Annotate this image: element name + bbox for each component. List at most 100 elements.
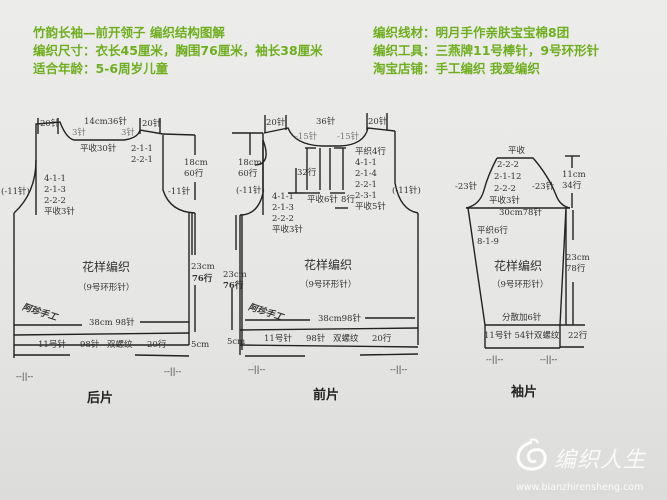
front-placket-height: 32行 <box>297 168 317 178</box>
sleeve-top-bind: 平收 <box>508 146 526 156</box>
sleeve-symmetry-mark: --||-- <box>540 355 558 365</box>
watermark-name: 编织人生 <box>554 448 647 473</box>
sleeve-cap-rule: 2-2-2 <box>494 184 516 194</box>
header-tools: 编织工具：三燕牌11号棒针，9号环形针 <box>373 43 600 58</box>
front-symmetry-mark: --||-- <box>390 365 408 375</box>
front-pattern-needle: （9号环形针） <box>300 280 357 290</box>
back-neck-rule-2: 2-2-1 <box>131 155 153 165</box>
front-neck-dec-left: -15针 <box>295 132 318 142</box>
front-armhole-dec-right: (-11针) <box>392 186 421 196</box>
front-armhole-dec-left: (-11针) <box>236 186 265 196</box>
back-body-height-rows: 76行 <box>192 274 213 284</box>
back-ribbing-height: 5cm <box>191 340 210 350</box>
front-piece-title: 前片 <box>313 388 340 403</box>
back-neck-width: 14cm36针 <box>84 117 127 127</box>
front-body-height-rows: 76行 <box>223 281 244 291</box>
front-neck-rule: 2-3-1 <box>355 191 377 201</box>
back-armhole-height-rows: 60行 <box>184 169 204 179</box>
sleeve-increase-rule: 平织6行 <box>477 226 508 236</box>
back-ribbing-stitches: 98针 <box>80 340 100 350</box>
back-armhole-dec-left: (-11针) <box>1 187 30 197</box>
front-neck-rule: 平收5针 <box>355 202 386 212</box>
front-shoulder-right: 20针 <box>368 117 388 127</box>
sleeve-body-height-rows: 78行 <box>566 264 586 274</box>
back-neck-dec-right: 3针 <box>121 128 135 138</box>
sleeve-body-height-cm: 23cm <box>566 253 590 263</box>
back-symmetry-mark: --||-- <box>164 367 182 377</box>
front-body-height-cm: 23cm <box>223 270 247 280</box>
back-armhole-rule: 平收3针 <box>44 207 75 217</box>
sleeve-ribbing-rows: 22行 <box>568 331 588 341</box>
front-armhole-height-rows: 60行 <box>238 169 258 179</box>
back-shoulder-right: 20针 <box>142 119 162 129</box>
front-ribbing-needle: 11号针 <box>264 334 292 344</box>
front-width: 38cm98针 <box>318 314 361 324</box>
back-piece-outline <box>13 118 196 358</box>
front-armhole-rule: 2-2-2 <box>272 214 294 224</box>
header-size: 编织尺寸：衣长45厘米，胸围76厘米，袖长38厘米 <box>33 43 323 58</box>
sleeve-piece-title: 袖片 <box>511 385 538 400</box>
sleeve-cap-rule: 2-1-12 <box>494 172 522 182</box>
front-neck-rule: 2-1-4 <box>355 169 377 179</box>
sleeve-pattern-needle: （9号环形针） <box>492 280 549 290</box>
back-neck-rule-1: 2-1-1 <box>131 144 153 154</box>
back-ribbing-needle: 11号针 <box>38 340 66 350</box>
sleeve-cap-dec-right: -23针 <box>532 182 555 192</box>
back-width: 38cm 98针 <box>89 318 135 328</box>
front-neck-rule: 2-2-1 <box>355 180 377 190</box>
sleeve-pattern-name: 花样编织 <box>494 259 543 273</box>
back-armhole-rule: 2-1-3 <box>44 185 66 195</box>
front-shoulder-left: 20针 <box>266 118 286 128</box>
header-age: 适合年龄：5-6周岁儿童 <box>33 61 169 76</box>
header-left: 竹韵长袖—前开领子 编织结构图解 编织尺寸：衣长45厘米，胸围76厘米，袖长38… <box>33 24 323 78</box>
front-piece-outline <box>231 113 419 357</box>
watermark-logo-icon <box>516 438 547 471</box>
sleeve-outline <box>465 155 585 349</box>
front-ribbing-height: 5cm <box>227 337 246 347</box>
back-armhole-rule: 2-2-2 <box>44 196 66 206</box>
front-neck-dec-right: -15针 <box>337 132 360 142</box>
front-ribbing-stitches: 98针 <box>306 334 326 344</box>
back-armhole-rule: 4-1-1 <box>44 174 66 184</box>
front-placket-bind: 平收6针 <box>307 195 338 205</box>
sleeve-cap-height-cm: 11cm <box>562 170 586 180</box>
back-neck-bind: 平收30针 <box>80 144 117 154</box>
sleeve-cap-height-rows: 34行 <box>562 181 582 191</box>
front-armhole-height-cm: 18cm <box>238 158 262 168</box>
front-neck-width: 36针 <box>316 117 336 127</box>
sleeve-symmetry-mark: --||-- <box>486 355 504 365</box>
back-pattern-name: 花样编织 <box>82 260 131 274</box>
sleeve-increase-note: 分散加6针 <box>502 313 542 323</box>
front-pattern-name: 花样编织 <box>304 258 353 272</box>
front-symmetry-mark: --||-- <box>248 365 266 375</box>
back-ribbing-type: 双螺纹 <box>107 340 133 350</box>
header-right: 编织线材：明月手作亲肤宝宝棉8团 编织工具：三燕牌11号棒针，9号环形针 淘宝店… <box>373 24 599 78</box>
front-armhole-rule: 平收3针 <box>272 225 303 235</box>
back-armhole-dec-right: -11针 <box>168 187 191 197</box>
sleeve-ribbing: 11号针 54针双螺纹 <box>484 331 560 341</box>
header-shop: 淘宝店铺：手工编织 我爱编织 <box>373 61 540 76</box>
back-armhole-height-cm: 18cm <box>184 158 208 168</box>
back-pattern-needle: （9号环形针） <box>78 283 135 293</box>
back-body-height-cm: 23cm <box>191 262 215 272</box>
watermark-url: www.bianzhirensheng.com <box>516 482 644 493</box>
front-armhole-rule: 4-1-1 <box>272 192 294 202</box>
back-neck-dec-left: 3针 <box>72 128 86 138</box>
sleeve-cap-rule: 2-2-2 <box>497 160 519 170</box>
front-placket-rows: 8行 <box>341 195 355 205</box>
sleeve-width: 30cm78针 <box>499 208 542 218</box>
sleeve-cap-rule: 平收3针 <box>489 196 520 206</box>
back-ribbing-rows: 20行 <box>147 340 167 350</box>
back-symmetry-mark: --||-- <box>16 372 34 382</box>
header-yarn: 编织线材：明月手作亲肤宝宝棉8团 <box>373 25 570 40</box>
front-ribbing-rows: 20行 <box>372 334 392 344</box>
sleeve-increase-rule: 8-1-9 <box>477 237 499 247</box>
front-ribbing-type: 双螺纹 <box>333 334 359 344</box>
sleeve-cap-dec-left: -23针 <box>455 182 478 192</box>
front-neck-rule: 4-1-1 <box>355 158 377 168</box>
front-armhole-rule: 2-1-3 <box>272 203 294 213</box>
header-title: 竹韵长袖—前开领子 编织结构图解 <box>33 25 225 40</box>
front-neck-rule: 平织4行 <box>355 147 386 157</box>
